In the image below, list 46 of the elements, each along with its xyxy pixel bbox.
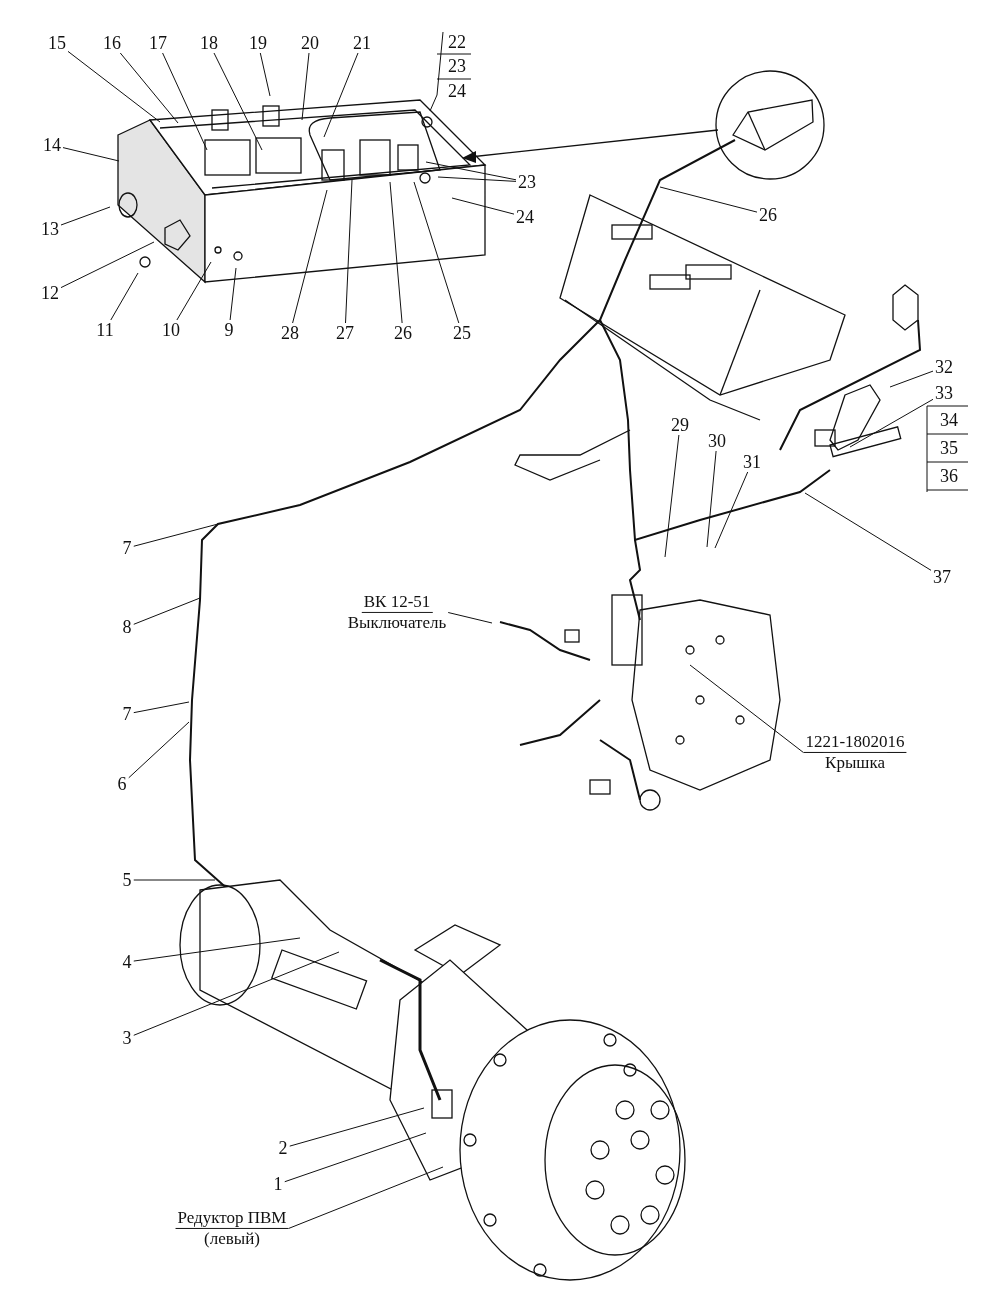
leader-line [289,1107,425,1147]
leader-line [889,370,934,388]
callout-number: 35 [939,437,959,459]
leader-line [67,50,161,123]
leader-line [689,664,804,753]
leader-line [323,52,359,138]
leader-line [345,179,353,324]
leader-line [60,241,155,289]
leader-line [437,176,517,182]
leader-line [133,951,340,1036]
leader-line [162,52,208,151]
leader-line [288,1166,444,1229]
leader-line [706,450,717,548]
callout-number: 24 [447,81,467,101]
leader-line [133,879,216,881]
callout-number: 34 [939,409,959,431]
leader-line [664,434,680,558]
leader-line [429,31,444,112]
callout-number: 22 [443,32,471,52]
leader-line [714,471,749,549]
leader-line [119,52,179,124]
leader-line [133,523,219,547]
leader-line [447,612,493,624]
leader-line [292,189,328,324]
leader-line [659,186,758,213]
leader-line [425,161,517,181]
callout-number: 23 [447,56,467,76]
leader-line [213,52,263,151]
leader-line [284,1132,427,1183]
leader-line [849,398,934,448]
leader-line [229,267,237,321]
leader-line [176,261,212,321]
leader-line [60,206,111,226]
leader-line [451,197,515,215]
leader-line [804,492,932,571]
callout-number: 36 [939,465,959,487]
leader-line [133,937,301,962]
leader-line [301,52,310,121]
leader-line [389,181,403,324]
leader-line [133,701,190,714]
leader-line [62,147,120,162]
leader-line [128,721,190,779]
leader-line [133,597,201,625]
leader-line [259,52,271,97]
leader-line [413,181,460,324]
leader-line [110,272,139,321]
